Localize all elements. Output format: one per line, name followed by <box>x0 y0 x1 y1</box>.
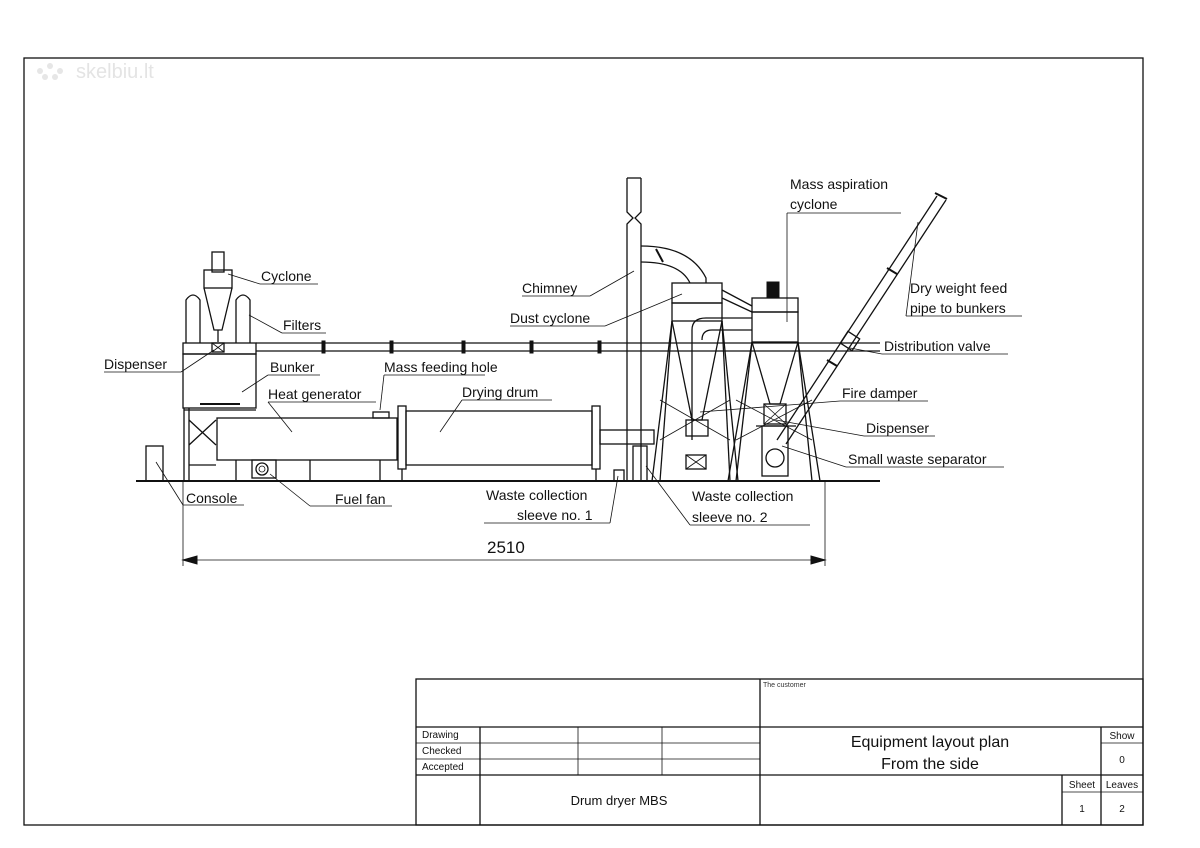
label-feed-pipe-1: Dry weight feed <box>910 280 1007 296</box>
fuel-fan-shape <box>251 459 277 479</box>
show-value: 0 <box>1119 755 1125 766</box>
row-accepted: Accepted <box>422 762 464 773</box>
dimension-2510: 2510 <box>181 481 827 566</box>
label-dispenser-left: Dispenser <box>104 356 167 372</box>
heat-generator-shape <box>216 417 398 481</box>
show-label: Show <box>1109 731 1135 742</box>
leaves-label: Leaves <box>1106 780 1138 791</box>
bunker-frame <box>183 408 256 481</box>
label-dust-cyclone: Dust cyclone <box>510 310 590 326</box>
label-distribution-valve: Distribution valve <box>884 338 991 354</box>
label-dispenser-right: Dispenser <box>866 420 929 436</box>
label-drying-drum: Drying drum <box>462 384 538 400</box>
leaves-value: 2 <box>1119 804 1125 815</box>
product-name: Drum dryer MBS <box>571 793 668 808</box>
dimension-value: 2510 <box>487 538 525 557</box>
chimney-duct <box>640 245 707 284</box>
sheet-value: 1 <box>1079 804 1085 815</box>
plan-title-2: From the side <box>881 756 979 773</box>
label-waste-sleeve-1a: Waste collection <box>486 487 587 503</box>
label-filters: Filters <box>283 317 321 333</box>
sheet-label: Sheet <box>1069 780 1095 791</box>
label-mass-aspiration-1: Mass aspiration <box>790 176 888 192</box>
label-heat-generator: Heat generator <box>268 386 362 402</box>
distribution-pipe <box>256 340 880 354</box>
label-fire-damper: Fire damper <box>842 385 918 401</box>
dust-cyclone-shape <box>651 282 753 482</box>
label-cyclone: Cyclone <box>261 268 312 284</box>
watermark: skelbiu.lt <box>37 61 154 83</box>
row-drawing: Drawing <box>422 730 459 741</box>
filters-shape <box>185 294 251 343</box>
label-chimney: Chimney <box>522 280 577 296</box>
labels: Cyclone Filters Dispenser Bunker Heat ge… <box>104 176 1007 525</box>
left-cyclone <box>203 251 233 342</box>
row-checked: Checked <box>422 746 461 757</box>
watermark-text: skelbiu.lt <box>76 61 154 83</box>
plan-title-1: Equipment layout plan <box>851 734 1009 751</box>
label-waste-sleeve-2a: Waste collection <box>692 488 793 504</box>
mass-feeding-hole-shape <box>372 411 390 419</box>
label-waste-sleeve-2b: sleeve no. 2 <box>692 509 768 525</box>
title-block: The customer Drawing Checked Accepted Eq… <box>415 678 1144 826</box>
console-shape <box>145 445 164 482</box>
aspiration-cyclone-shape <box>727 281 821 482</box>
feed-pipe-shape <box>776 192 948 445</box>
small-waste-separator-shape <box>756 425 796 477</box>
label-fuel-fan: Fuel fan <box>335 491 386 507</box>
leader-lines <box>104 212 1022 526</box>
label-feed-pipe-2: pipe to bunkers <box>910 300 1006 316</box>
left-dispenser-shape <box>211 342 225 353</box>
label-console: Console <box>186 490 238 506</box>
chimney-shape <box>613 177 648 482</box>
label-mass-feeding-hole: Mass feeding hole <box>384 359 498 375</box>
customer-label: The customer <box>763 682 806 689</box>
label-waste-sleeve-1b: sleeve no. 1 <box>517 507 593 523</box>
bunker-shape <box>182 342 257 409</box>
label-mass-aspiration-2: cyclone <box>790 196 838 212</box>
label-small-waste-separator: Small waste separator <box>848 451 987 467</box>
equipment-drawing: 2510 Cyclone Filters <box>104 176 1022 566</box>
label-bunker: Bunker <box>270 359 315 375</box>
